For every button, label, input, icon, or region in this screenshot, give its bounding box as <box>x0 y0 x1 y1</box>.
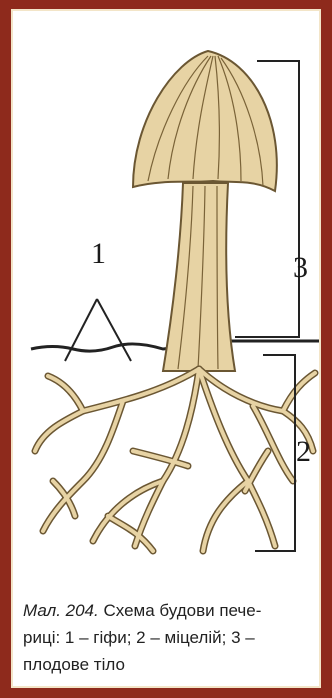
caption-line-1: Мал. 204. Схема будови пече- <box>23 597 313 624</box>
figure-caption: Мал. 204. Схема будови пече- риці: 1 – г… <box>23 597 313 678</box>
fruiting-body-label: 3 <box>293 251 308 285</box>
hyphae-pointer-right <box>97 299 131 361</box>
diagram-panel: 1 2 3 Мал. 204. Схема будови пече- риці:… <box>11 9 321 688</box>
mycelium-label: 2 <box>296 435 311 469</box>
caption-line-1-text: Схема будови пече- <box>103 601 261 620</box>
caption-line-2: риці: 1 – гіфи; 2 – міцелій; 3 – <box>23 624 313 651</box>
mushroom-illustration <box>13 11 319 581</box>
mushroom-cap <box>133 51 277 191</box>
figure-number: Мал. 204. <box>23 601 99 620</box>
caption-line-3: плодове тіло <box>23 651 313 678</box>
hyphae-label: 1 <box>91 237 106 271</box>
soil-surface-line <box>31 344 181 351</box>
mushroom-stem <box>163 183 235 371</box>
